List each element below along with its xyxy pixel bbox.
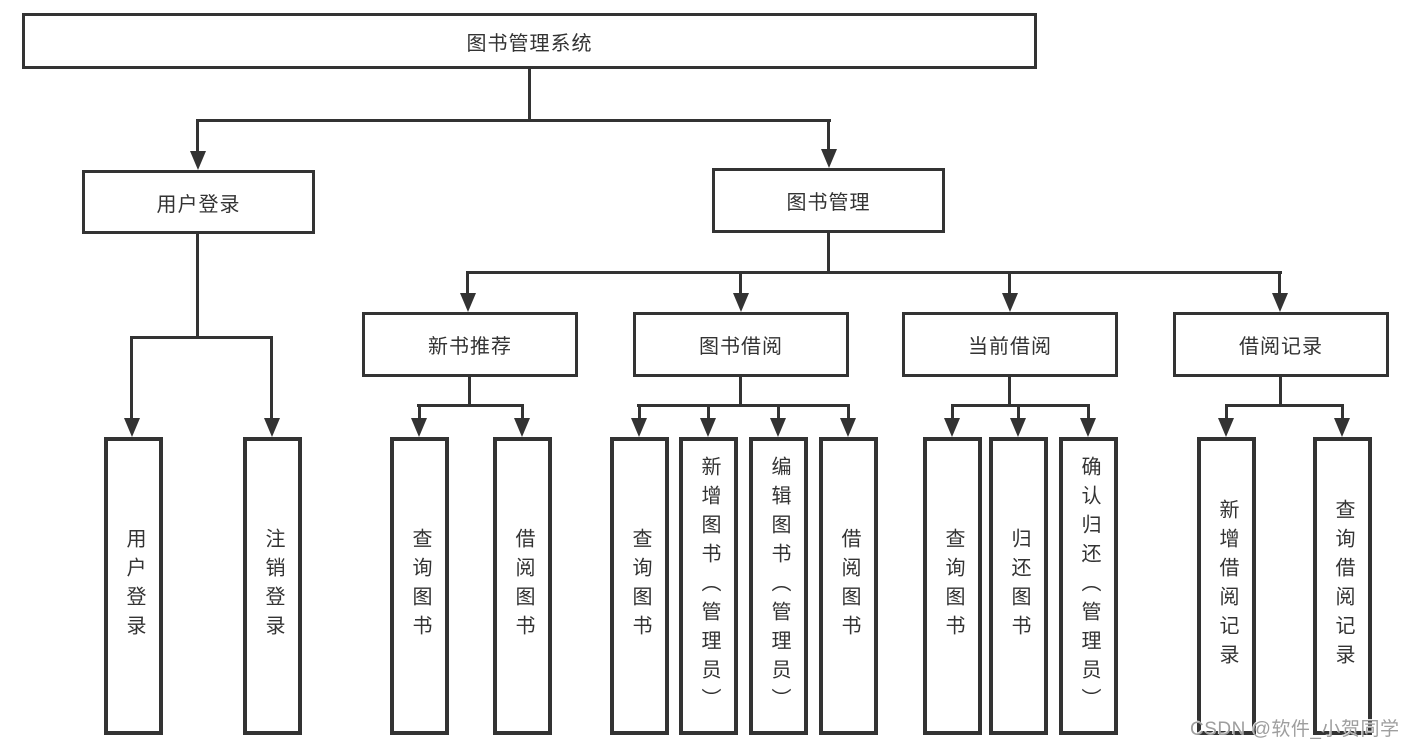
connector-shaft-new-book [466,271,469,295]
leaf-confirm-return-admin-label: 确认归还（管理员） [1078,455,1100,717]
connector-shaft-leaf-logout [270,336,273,420]
arrow-down-icon [700,418,716,437]
connector-shaft [707,404,710,419]
node-borrow-records: 借阅记录 [1173,312,1389,377]
node-library-system-label: 图书管理系统 [466,32,593,55]
connector-user-login-branch [130,336,273,339]
node-new-book-recommend-label: 新书推荐 [428,336,512,358]
arrow-down-icon [514,418,530,437]
connector-shaft [418,404,421,419]
leaf-return-book-label: 归还图书 [1008,528,1030,644]
leaf-logout-label: 注销登录 [262,528,284,644]
node-user-login: 用户登录 [82,170,315,234]
leaf-query-book-borrow: 查询图书 [610,437,669,735]
leaf-user-login: 用户登录 [104,437,163,735]
node-current-borrow: 当前借阅 [902,312,1118,377]
connector-root-branch [196,119,831,122]
node-book-management-label: 图书管理 [786,192,871,214]
arrow-down-icon [1010,418,1026,437]
node-book-borrow-label: 图书借阅 [699,336,783,358]
node-current-borrow-label: 当前借阅 [968,336,1052,358]
connector-book-management-branch [466,271,1282,274]
connector-user-login-stem [196,234,199,337]
leaf-query-book-recommend: 查询图书 [390,437,449,735]
leaf-user-login-label: 用户登录 [123,528,145,644]
arrow-down-icon [733,293,749,312]
arrow-down-icon [944,418,960,437]
connector-new-book-branch [417,404,524,407]
connector-shaft [1017,404,1020,419]
leaf-query-borrow-record-label: 查询借阅记录 [1332,499,1354,673]
node-library-system: 图书管理系统 [22,13,1037,69]
arrow-down-icon [1272,293,1288,312]
connector-shaft [1087,404,1090,419]
arrow-down-icon [1002,293,1018,312]
arrow-down-icon [631,418,647,437]
leaf-borrow-book-recommend: 借阅图书 [493,437,552,735]
connector-current-borrow-branch [951,404,1090,407]
node-book-borrow: 图书借阅 [633,312,849,377]
connector-shaft [1225,404,1228,419]
node-user-login-label: 用户登录 [156,193,241,216]
connector-shaft [638,404,641,419]
leaf-query-book-current: 查询图书 [923,437,982,735]
connector-book-borrow-stem [739,377,742,406]
connector-shaft [951,404,954,419]
leaf-borrow-book-label: 借阅图书 [838,528,860,644]
connector-shaft [847,404,850,419]
arrow-down-icon [124,418,140,437]
arrow-down-icon [821,149,837,168]
leaf-confirm-return-admin: 确认归还（管理员） [1059,437,1118,735]
arrow-down-icon [190,151,206,170]
arrow-down-icon [460,293,476,312]
connector-shaft-current-borrow [1008,271,1011,295]
connector-root-stem [528,69,531,119]
arrow-down-icon [1218,418,1234,437]
csdn-watermark: CSDN @软件_小贺同学 [1190,719,1400,740]
connector-shaft-borrow-records [1278,271,1281,295]
arrow-down-icon [1334,418,1350,437]
connector-borrow-records-stem [1279,377,1282,406]
leaf-logout: 注销登录 [243,437,302,735]
arrow-down-icon [411,418,427,437]
leaf-borrow-book: 借阅图书 [819,437,878,735]
connector-shaft [1341,404,1344,419]
arrow-down-icon [1080,418,1096,437]
connector-shaft-book-management [827,119,830,151]
leaf-add-book-admin: 新增图书（管理员） [679,437,738,735]
leaf-query-borrow-record: 查询借阅记录 [1313,437,1372,735]
leaf-borrow-book-recommend-label: 借阅图书 [512,528,534,644]
leaf-add-book-admin-label: 新增图书（管理员） [698,455,720,717]
node-new-book-recommend: 新书推荐 [362,312,578,377]
connector-shaft [521,404,524,419]
leaf-add-borrow-record-label: 新增借阅记录 [1216,499,1238,673]
arrow-down-icon [770,418,786,437]
leaf-edit-book-admin-label: 编辑图书（管理员） [768,455,790,717]
leaf-query-book-current-label: 查询图书 [942,528,964,644]
connector-book-management-stem [827,233,830,272]
arrow-down-icon [840,418,856,437]
connector-new-book-stem [468,377,471,406]
connector-current-borrow-stem [1008,377,1011,406]
arrow-down-icon [264,418,280,437]
leaf-add-borrow-record: 新增借阅记录 [1197,437,1256,735]
connector-shaft [777,404,780,419]
connector-shaft-leaf-user-login [130,336,133,420]
connector-borrow-records-branch [1225,404,1344,407]
leaf-edit-book-admin: 编辑图书（管理员） [749,437,808,735]
connector-shaft-user-login [196,119,199,153]
connector-shaft-book-borrow [739,271,742,295]
connector-book-borrow-branch [637,404,850,407]
leaf-query-book-recommend-label: 查询图书 [409,528,431,644]
leaf-query-book-borrow-label: 查询图书 [629,528,651,644]
leaf-return-book: 归还图书 [989,437,1048,735]
node-borrow-records-label: 借阅记录 [1239,336,1323,358]
node-book-management: 图书管理 [712,168,945,233]
